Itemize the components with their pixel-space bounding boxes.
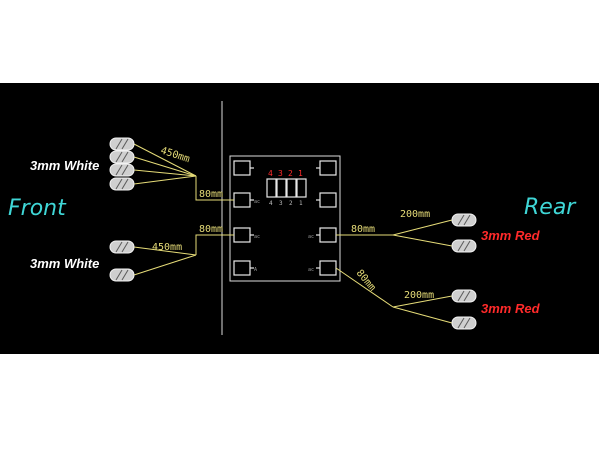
rear-bottom-short-dim: 80mm [354,268,378,294]
front-top-wiring: 450mm 80mm [133,143,234,201]
led-icon [451,239,477,253]
rear-bottom-led-cluster [451,289,477,330]
front-top-short-dim: 80mm [199,189,223,200]
svg-text:ac: ac [308,234,314,240]
front-bottom-wiring: 450mm 80mm [133,224,234,276]
rear-top-led-cluster [451,213,477,253]
red-led-label-top: 3mm Red [481,228,541,243]
led-icon [109,240,135,254]
svg-text:ac: ac [254,199,260,205]
diagram-svg: ac ac A ac ac 4 3 2 1 4 3 2 1 450mm 80mm [8,101,577,335]
led-icon [451,213,477,227]
digit-label-1: 1 [298,169,303,178]
wiring-diagram: ac ac A ac ac 4 3 2 1 4 3 2 1 450mm 80mm [0,83,599,354]
white-led-label-bottom: 3mm White [30,256,99,271]
sub-digit-3: 3 [279,200,283,207]
white-led-label-top: 3mm White [30,158,99,173]
led-icon [109,163,135,177]
front-bottom-led-cluster [109,240,135,282]
sub-digit-4: 4 [269,200,273,207]
pad-left-1 [233,160,251,176]
digit-label-4: 4 [268,169,273,178]
digit-segment-4 [296,178,307,198]
controller-board: ac ac A ac ac 4 3 2 1 4 3 2 1 [229,155,341,282]
pad-right-1 [319,160,337,176]
front-top-led-cluster [109,137,135,191]
red-led-label-bottom: 3mm Red [481,301,541,316]
led-icon [109,177,135,191]
pad-right-2 [319,192,337,208]
pad-left-2 [233,192,251,208]
pad-right-4 [319,260,337,276]
led-icon [109,150,135,164]
pad-left-3 [233,227,251,243]
svg-text:A: A [254,267,257,273]
front-bottom-long-dim: 450mm [152,242,182,253]
digit-segment-2 [276,178,287,198]
led-icon [451,316,477,330]
digit-segment-3 [286,178,297,198]
led-icon [451,289,477,303]
rear-top-short-dim: 80mm [351,224,375,235]
pad-left-4 [233,260,251,276]
led-icon [109,268,135,282]
front-bottom-short-dim: 80mm [199,224,223,235]
rear-top-long-dim: 200mm [400,209,430,220]
board-outline [229,155,341,282]
led-icon [109,137,135,151]
front-top-long-dim: 450mm [159,145,191,165]
front-label: Front [8,196,67,221]
svg-text:ac: ac [308,267,314,273]
sub-digit-1: 1 [299,200,303,207]
digit-label-3: 3 [278,169,283,178]
sub-digit-2: 2 [289,200,293,207]
rear-bottom-wiring: 80mm 200mm [335,267,453,324]
rear-label: Rear [524,195,577,220]
pad-right-3 [319,227,337,243]
svg-text:ac: ac [254,234,260,240]
digit-display: 4 3 2 1 4 3 2 1 [266,169,307,207]
digit-segment-1 [266,178,277,198]
rear-bottom-long-dim: 200mm [404,290,434,301]
digit-label-2: 2 [288,169,293,178]
rear-top-wiring: 80mm 200mm [336,209,453,247]
